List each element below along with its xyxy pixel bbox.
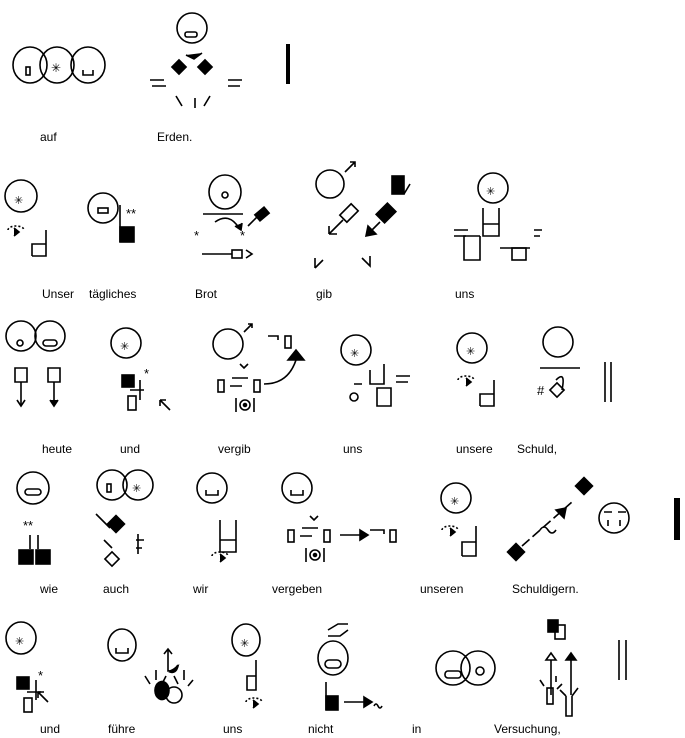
word-unser: Unser xyxy=(42,287,75,301)
svg-text:#: # xyxy=(537,383,545,398)
word-wir: wir xyxy=(193,582,209,596)
word-auf: auf xyxy=(40,130,57,144)
sign-wir xyxy=(196,472,237,563)
sign-uns-2: ✳ xyxy=(340,334,410,407)
svg-text:✳: ✳ xyxy=(14,195,23,207)
svg-text:**: ** xyxy=(23,518,33,533)
double-bar-separator xyxy=(604,362,612,402)
sign-erden xyxy=(150,12,242,108)
sign-wie: ** xyxy=(16,471,51,565)
word-schuld: Schuld, xyxy=(517,442,558,456)
sign-vergib xyxy=(212,323,306,412)
svg-text:✳: ✳ xyxy=(120,341,129,353)
sign-nicht xyxy=(317,623,383,711)
word-uns: uns xyxy=(223,722,243,736)
sign-uns-3: ✳ xyxy=(231,623,263,709)
word-unsere: unsere xyxy=(456,442,493,456)
word-und: und xyxy=(120,442,141,456)
sign-schuld: # xyxy=(537,326,580,399)
bar-separator xyxy=(674,498,680,540)
svg-text:*: * xyxy=(194,228,199,243)
sign-und-1: ✳ * xyxy=(110,327,171,411)
sign-vergeben xyxy=(281,472,397,562)
svg-text:✳: ✳ xyxy=(466,346,475,358)
word-vergib: vergib xyxy=(218,442,251,456)
sign-versuchung xyxy=(539,619,579,717)
svg-text:✳: ✳ xyxy=(450,496,459,508)
svg-text:*: * xyxy=(240,228,245,243)
sign-taegliches: ** xyxy=(87,192,136,243)
sign-unser: ✳ xyxy=(4,179,47,257)
word-auch: auch xyxy=(103,582,130,596)
sign-brot: ** xyxy=(194,174,271,259)
word-gib: gib xyxy=(316,287,333,301)
word-und: und xyxy=(40,722,61,736)
sign-und-2: ✳ * xyxy=(5,621,49,713)
word-heute: heute xyxy=(42,442,73,456)
sign-in xyxy=(435,650,496,686)
svg-text:*: * xyxy=(38,668,43,683)
sign-auf: ✳ xyxy=(12,46,106,84)
sign-fuehre xyxy=(107,628,194,704)
sign-heute xyxy=(5,320,66,408)
sign-auch: ✳ xyxy=(95,469,154,568)
svg-text:✳: ✳ xyxy=(51,61,61,75)
sign-unseren: ✳ xyxy=(440,482,477,557)
bar-separator xyxy=(286,44,290,84)
word-in: in xyxy=(412,722,422,736)
svg-text:✳: ✳ xyxy=(15,636,24,648)
word-brot: Brot xyxy=(195,287,218,301)
sign-unsere: ✳ xyxy=(456,332,495,407)
word-erden: Erden. xyxy=(157,130,193,144)
svg-text:✳: ✳ xyxy=(240,638,249,650)
word-fuehre: führe xyxy=(108,722,136,736)
word-taegliches: tägliches xyxy=(89,287,137,301)
word-versuchung: Versuchung, xyxy=(494,722,561,736)
word-schuldigern: Schuldigern. xyxy=(512,582,579,596)
word-unseren: unseren xyxy=(420,582,464,596)
sign-schuldigern xyxy=(506,476,630,562)
sign-uns-1: ✳ xyxy=(454,172,542,261)
svg-text:*: * xyxy=(144,366,149,381)
svg-text:✳: ✳ xyxy=(132,483,141,495)
double-bar-separator xyxy=(618,640,627,680)
word-uns: uns xyxy=(343,442,363,456)
svg-text:**: ** xyxy=(126,206,136,221)
word-uns: uns xyxy=(455,287,475,301)
svg-text:✳: ✳ xyxy=(486,186,495,198)
sign-gib xyxy=(314,161,411,269)
word-nicht: nicht xyxy=(308,722,334,736)
word-wie: wie xyxy=(40,582,59,596)
word-vergeben: vergeben xyxy=(272,582,323,596)
svg-text:✳: ✳ xyxy=(350,348,359,360)
